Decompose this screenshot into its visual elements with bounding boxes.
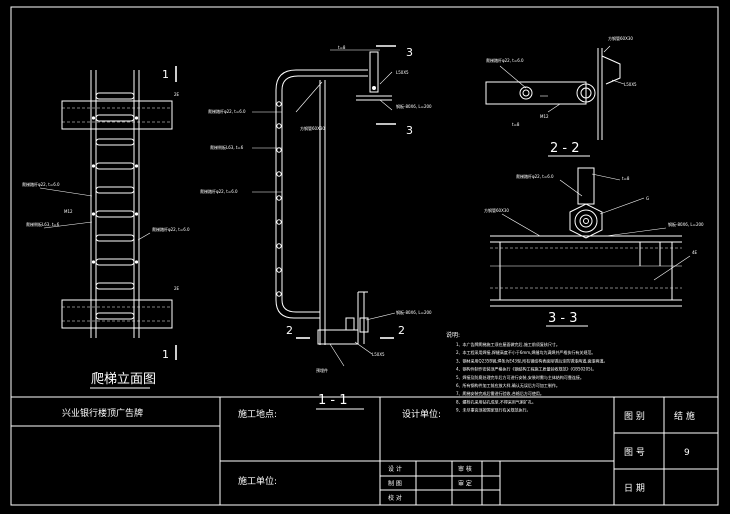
sign-label: 审 核 [458, 465, 472, 473]
rail-bolt [134, 116, 139, 120]
note-line: 6、所有钢构件加工前应放大样,确认无误后方可加工制作。 [456, 382, 560, 388]
title-block [10, 396, 719, 506]
ladder-rung [95, 312, 135, 320]
ladder-rung [95, 186, 135, 194]
rail-bolt [91, 260, 96, 264]
drawing-type-value: 结 施 [674, 410, 695, 422]
section-1-1 [252, 45, 396, 367]
sec1-label-support: 方钢管60X30 [300, 125, 325, 131]
sec2-label-support: 方钢管60X30 [608, 35, 633, 41]
rail-bolt [134, 212, 139, 216]
note-line: 2、本工程采用焊接,焊缝高度不小于6mm,焊缝均为满焊并严格执行有关规范。 [456, 349, 595, 355]
title-project: 兴业银行楼顶广告牌 [62, 407, 143, 419]
sec2-label-t8: t=8 [512, 122, 520, 127]
sec2-label-bolt: M12 [540, 114, 549, 119]
cut-mark-3-top: 3 [406, 46, 413, 59]
sec1-label-t8: t=8 [338, 45, 346, 50]
sec1-label-plate-top: 钢板-80X6, L=200 [396, 103, 432, 109]
cut-mark-2-left: 2 [286, 324, 293, 337]
ladder-rung [95, 162, 135, 170]
sec3-label-plate: 钢板-80X6, L=200 [668, 221, 704, 227]
elevation-label-rung: 爬梯踏杆φ22, t=6.0 [22, 181, 60, 187]
sec1-label-angle-top: L50X5 [396, 70, 409, 75]
title-builder-label: 施工单位: [238, 475, 277, 487]
note-line: 5、焊接及防腐处理完毕后方可进行安装,安装时需与主体结构可靠连接。 [456, 374, 584, 380]
section-rung-circle [276, 147, 282, 153]
drawing-type-label: 图 别 [624, 411, 645, 422]
sec3-label-4e: 4E [692, 250, 698, 255]
rail-bolt [134, 260, 139, 264]
sign-label: 设 计 [388, 465, 402, 473]
note-line: 8、螺栓孔采用钻孔成型,不得采用气割扩孔。 [456, 398, 536, 404]
sign-label: 校 对 [388, 494, 402, 502]
section-rung-circle [276, 195, 282, 201]
rail-bolt [91, 212, 96, 216]
section-rung-circle [276, 123, 282, 129]
date-label: 日 期 [624, 483, 645, 494]
cut-mark-2-right: 2 [398, 324, 405, 337]
drawing-no-label: 图 号 [624, 447, 645, 458]
sec2-label-rung: 爬梯踏杆φ22, t=6.0 [486, 57, 524, 63]
ladder-rung [95, 210, 135, 218]
sec3-label-g: G [646, 196, 649, 201]
notes-heading: 说明: [446, 331, 460, 339]
note-line: 1、本广告牌爬梯施工须在屋面做完后,施工前须复核尺寸。 [456, 341, 560, 347]
ladder-rung [95, 282, 135, 290]
sec3-label-rung: 爬梯踏杆φ22, t=6.0 [516, 173, 554, 179]
cut-mark-1-bottom: 1 [162, 348, 169, 361]
note-line: 3、钢材采用Q235B钢,焊条为E43型,所有钢结构表面除锈后涂防锈漆两道,面漆… [456, 357, 608, 363]
ladder-rung [95, 258, 135, 266]
section-rung-circle [276, 267, 282, 273]
section-2-2 [485, 45, 625, 140]
sec1-label-angle-bottom: L50X5 [372, 352, 385, 357]
rail-bolt [134, 164, 139, 168]
elevation-title: 爬梯立面图 [91, 372, 156, 387]
ladder-elevation [61, 66, 177, 360]
section-2-title: 2 - 2 [550, 141, 580, 156]
sec3-label-t8: t=8 [622, 176, 630, 181]
elevation-label-side: 爬梯侧板L63, t=6 [26, 221, 60, 227]
ladder-rung [95, 138, 135, 146]
sec3-label-support: 方钢管60X30 [484, 207, 509, 213]
title-site-label: 施工地点: [238, 408, 277, 420]
ladder-rung [95, 114, 135, 122]
rail-bolt [91, 116, 96, 120]
sec1-label-rung: 爬梯踏杆φ22, t=6.0 [208, 108, 246, 114]
elevation-label-rung-right: 爬梯踏杆φ22, t=6.0 [152, 226, 190, 232]
section-rung-circle [276, 219, 282, 225]
cut-mark-1-top: 1 [162, 68, 169, 81]
note-line: 7、爬梯安装完成后需进行验收,合格后方可使用。 [456, 390, 544, 396]
sign-label: 制 图 [388, 480, 402, 488]
ladder-rung [95, 92, 135, 100]
elevation-label-bolt: M12 [64, 209, 73, 214]
cut-mark-3-bottom: 3 [406, 124, 413, 137]
section-rung-circle [276, 171, 282, 177]
sec1-label-side: 爬梯侧板L63, t=6 [210, 144, 244, 150]
sec1-label-embed: 预埋件 [316, 367, 328, 373]
rail-bolt [91, 164, 96, 168]
notes-list: 1、本广告牌爬梯施工须在屋面做完后,施工前须复核尺寸。 2、本工程采用焊接,焊缝高… [456, 341, 608, 413]
elevation-label-bottom-beam: 2E [174, 286, 180, 291]
title-designer-label: 设计单位: [402, 408, 441, 420]
note-line: 4、钢构件制作安装须严格执行《钢结构工程施工质量验收规范》(GB50205)。 [456, 366, 596, 372]
drawing-no-value: 9 [684, 448, 690, 458]
section-3-3 [490, 167, 691, 307]
section-rung-circle [276, 243, 282, 249]
section-rung-circle [276, 101, 282, 107]
sign-label: 审 定 [458, 480, 472, 488]
section-1-title: 1 - 1 [318, 393, 348, 408]
sec1-label-rung-2: 爬梯踏杆φ22, t=6.0 [200, 188, 238, 194]
section-3-title: 3 - 3 [548, 311, 578, 326]
sign-rows: 设 计 审 核制 图 审 定校 对 [388, 465, 472, 502]
note-line: 9、未尽事宜须按国家现行有关规范执行。 [456, 407, 531, 413]
elevation-label-top-beam: 2E [174, 92, 180, 97]
ladder-rung [95, 234, 135, 242]
section-rung-circle [276, 291, 282, 297]
sec2-label-angle: L50X5 [624, 82, 637, 87]
sec1-label-plate-bottom: 钢板-80X6, L=200 [396, 309, 432, 315]
